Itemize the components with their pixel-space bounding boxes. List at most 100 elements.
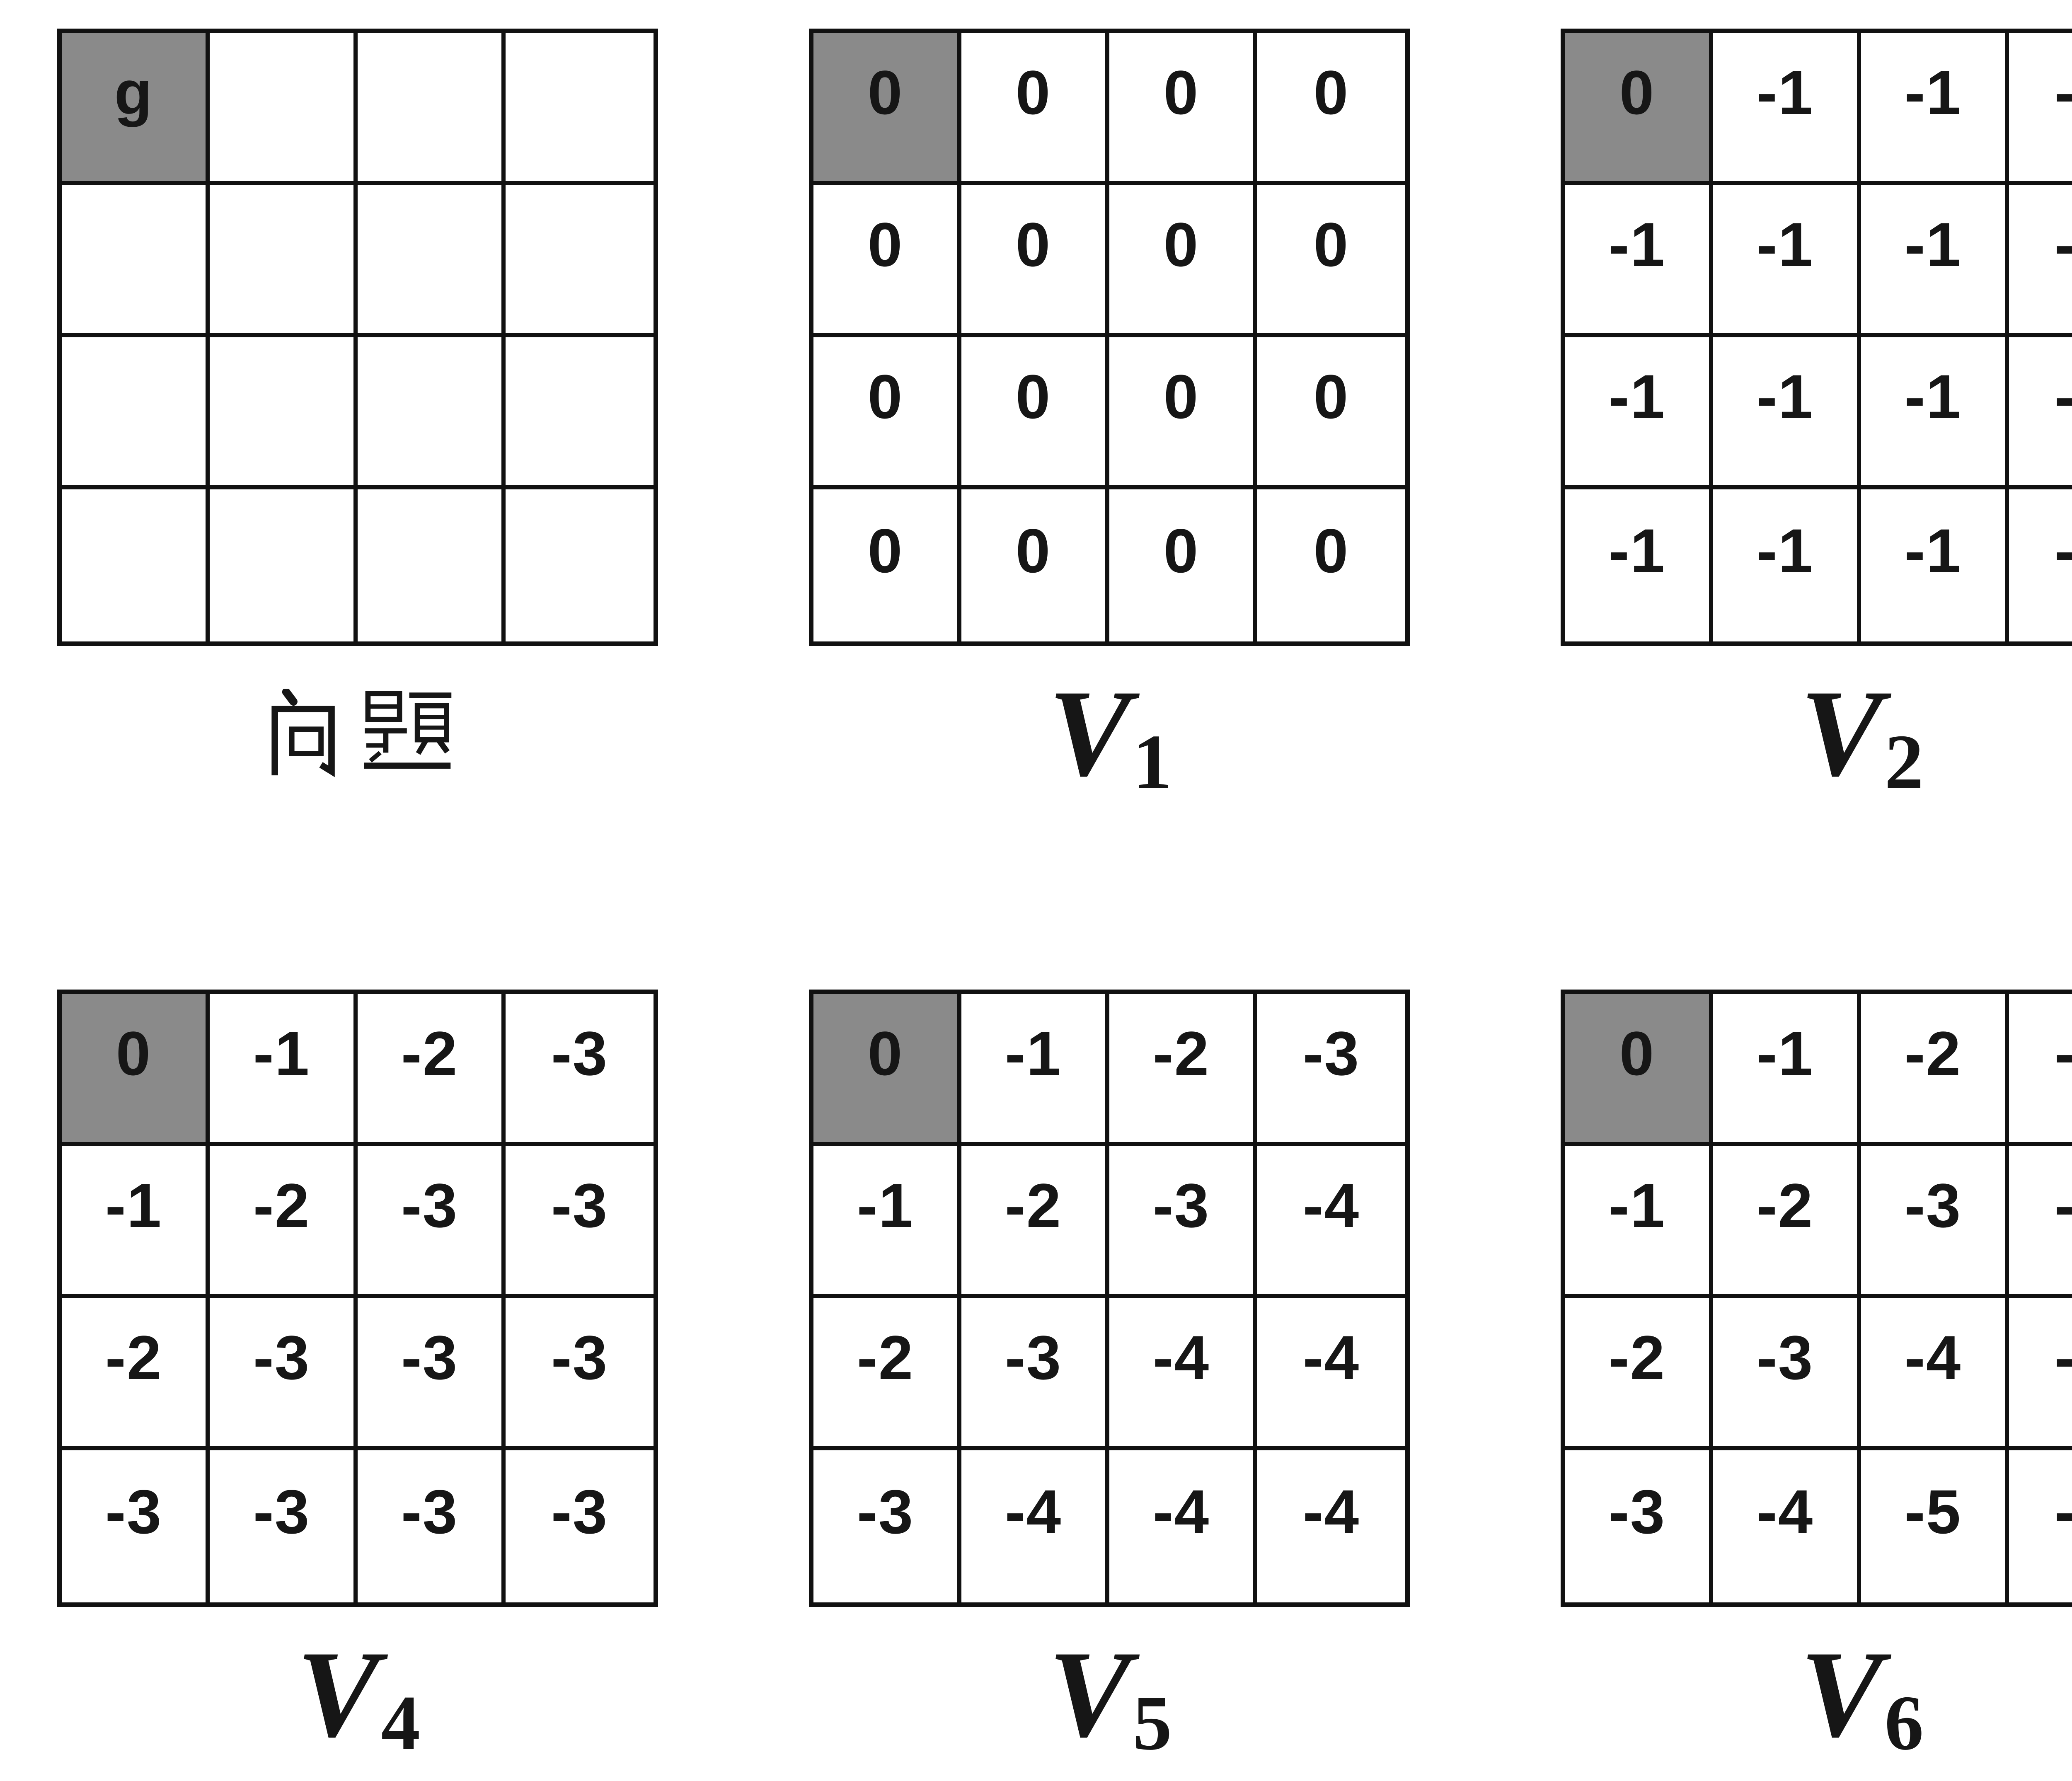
grid-cell-v1-r2c2: 0 xyxy=(1109,337,1257,489)
grid-cell-v2-r2c1: -1 xyxy=(1713,337,1861,489)
grid-cell-problem-r1c3 xyxy=(506,185,654,337)
value-function-iteration-index: 4 xyxy=(381,1679,421,1766)
value-function-label: V2 xyxy=(1800,671,1924,801)
grid-cell-v2-r2c3: -1 xyxy=(2009,337,2072,489)
grid-cell-v4-r3c3: -3 xyxy=(551,1477,608,1546)
grid-v6: 0-1-2-3-1-2-3-4-2-3-4-5-3-4-5-5 xyxy=(1561,990,2072,1607)
grid-cell-v4-r0c1: -1 xyxy=(210,994,358,1146)
grid-cell-v2-r3c0: -1 xyxy=(1565,489,1713,641)
grid-cell-v6-r1c0: -1 xyxy=(1565,1146,1713,1298)
grid-cell-v6-r3c0: -3 xyxy=(1565,1450,1713,1602)
grid-cell-v2-r1c0: -1 xyxy=(1565,185,1713,337)
value-function-iteration-index: 1 xyxy=(1133,719,1172,806)
grid-cell-v5-r1c0: -1 xyxy=(813,1146,961,1298)
value-function-symbol: V xyxy=(1800,1625,1883,1763)
grid-label-v1: V1 xyxy=(1048,646,1172,820)
panel-v6: 0-1-2-3-1-2-3-4-2-3-4-5-3-4-5-5V6 xyxy=(1561,990,2072,1781)
grid-cell-v1-r0c1: 0 xyxy=(961,33,1109,185)
value-function-label: V1 xyxy=(1048,671,1172,801)
value-function-iteration-index: 2 xyxy=(1884,719,1924,806)
value-function-iteration-index: 5 xyxy=(1133,1679,1172,1766)
grid-cell-problem-r1c1 xyxy=(210,185,358,337)
grid-cell-v2-r3c1: -1 xyxy=(1713,489,1861,641)
grid-cell-v1-r1c0: 0 xyxy=(813,185,961,337)
grid-v2: 0-1-1-1-1-1-1-1-1-1-1-1-1-1-1-1 xyxy=(1561,29,2072,646)
value-function-symbol: V xyxy=(1048,1625,1131,1763)
grid-cell-v4-r1c2: -3 xyxy=(358,1146,506,1298)
grid-problem: g xyxy=(57,29,658,646)
grid-cell-v6-r3c1: -4 xyxy=(1713,1450,1861,1602)
grid-cell-v6-r2c0: -2 xyxy=(1565,1298,1713,1450)
grid-cell-v5-r3c2: -4 xyxy=(1109,1450,1257,1602)
grid-cell-v6-r2c3: -5 xyxy=(2009,1298,2072,1450)
grid-cell-v2-r3c2: -1 xyxy=(1861,489,2009,641)
value-function-symbol: V xyxy=(296,1625,380,1763)
grid-cell-v5-r3c1: -4 xyxy=(961,1450,1109,1602)
grid-cell-problem-r2c2 xyxy=(358,337,506,489)
grid-cell-v4-r2c3: -3 xyxy=(506,1298,654,1450)
grid-cell-v4-r0c2: -2 xyxy=(358,994,506,1146)
grid-cell-v6-r0c2: -2 xyxy=(1861,994,2009,1146)
grid-cell-v5-r0c0: 0 xyxy=(813,994,961,1146)
grid-cell-v2-r3c3: -1 xyxy=(2009,489,2072,641)
grid-cell-v4-r3c2: -3 xyxy=(358,1450,506,1602)
grid-cell-problem-r0c0: g xyxy=(62,33,210,185)
grid-cell-problem-r0c2 xyxy=(358,33,506,185)
grid-cell-problem-r3c2 xyxy=(358,489,506,641)
grid-cell-v4-r2c2: -3 xyxy=(358,1298,506,1450)
panel-v2: 0-1-1-1-1-1-1-1-1-1-1-1-1-1-1-1V2 xyxy=(1561,29,2072,820)
grid-cell-v4-r1c1: -2 xyxy=(210,1146,358,1298)
grid-cell-v4-r2c1: -3 xyxy=(210,1298,358,1450)
grid-v4: 0-1-2-3-1-2-3-3-2-3-3-3-3-3-3-3 xyxy=(57,990,658,1607)
grid-cell-v4-r0c0: 0 xyxy=(62,994,210,1146)
grid-cell-v5-r1c1: -2 xyxy=(961,1146,1109,1298)
grid-cell-v5-r2c2: -4 xyxy=(1109,1298,1257,1450)
grid-cell-v2-r0c1: -1 xyxy=(1713,33,1861,185)
grid-cell-v2-r0c0: 0 xyxy=(1565,33,1713,185)
grid-cell-v4-r1c0: -1 xyxy=(62,1146,210,1298)
grid-cell-v6-r2c2: -4 xyxy=(1861,1298,2009,1450)
grid-cell-v1-r0c3: 0 xyxy=(1257,33,1405,185)
grid-cell-v5-r2c0: -2 xyxy=(813,1298,961,1450)
grid-v5: 0-1-2-3-1-2-3-4-2-3-4-4-3-4-4-4 xyxy=(809,990,1410,1607)
value-function-label: V6 xyxy=(1800,1632,1924,1762)
grid-cell-v5-r0c3: -3 xyxy=(1257,994,1405,1146)
grid-cell-v4-r3c0: -3 xyxy=(62,1450,210,1602)
grid-cell-v6-r0c1: -1 xyxy=(1713,994,1861,1146)
grid-cell-v1-r1c2: 0 xyxy=(1109,185,1257,337)
grid-cell-v6-r3c2: -5 xyxy=(1861,1450,2009,1602)
grid-cell-v2-r0c2: -1 xyxy=(1861,33,2009,185)
grid-cell-v1-r0c2: 0 xyxy=(1109,33,1257,185)
grid-cell-v5-r3c0: -3 xyxy=(813,1450,961,1602)
grid-cell-problem-r0c1 xyxy=(210,33,358,185)
grid-cell-v6-r0c3: -3 xyxy=(2009,994,2072,1146)
value-function-label: V4 xyxy=(297,1632,420,1762)
grid-cell-v4-r1c3: -3 xyxy=(506,1146,654,1298)
grid-cell-problem-r2c3 xyxy=(506,337,654,489)
grid-cell-v2-r2c2: -1 xyxy=(1861,337,2009,489)
grid-cell-v5-r1c2: -3 xyxy=(1109,1146,1257,1298)
figure-row-top: g问题0000000000000000V10-1-1-1-1-1-1-1-1-1… xyxy=(0,0,2072,820)
problem-label-glyphs xyxy=(271,688,452,777)
grid-cell-problem-r3c1 xyxy=(210,489,358,641)
grid-cell-problem-r0c3 xyxy=(506,33,654,185)
grid-label-v2: V2 xyxy=(1800,646,1924,820)
grid-cell-v1-r3c2: 0 xyxy=(1109,489,1257,641)
value-function-symbol: V xyxy=(1800,664,1883,802)
grid-cell-v5-r1c3: -4 xyxy=(1257,1146,1405,1298)
grid-cell-v5-r0c2: -2 xyxy=(1109,994,1257,1146)
grid-cell-v2-r1c3: -1 xyxy=(2009,185,2072,337)
grid-label-problem: 问题 xyxy=(260,646,455,820)
grid-cell-v4-r0c3: -3 xyxy=(506,994,654,1146)
grid-cell-problem-r2c1 xyxy=(210,337,358,489)
panel-problem: g 问题 xyxy=(57,29,658,820)
grid-cell-problem-r1c0 xyxy=(62,185,210,337)
grid-cell-v6-r0c0: 0 xyxy=(1565,994,1713,1146)
grid-label-v5: V5 xyxy=(1048,1607,1172,1781)
grid-cell-v1-r0c0: 0 xyxy=(813,33,961,185)
grid-cell-v4-r3c1: -3 xyxy=(210,1450,358,1602)
